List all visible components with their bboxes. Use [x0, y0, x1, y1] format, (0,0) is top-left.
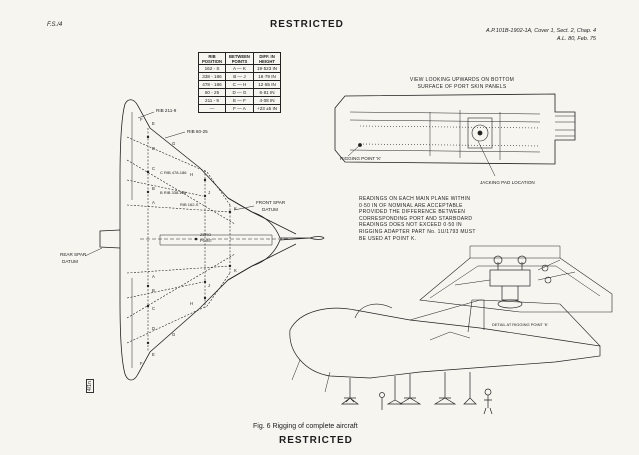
view-title: VIEW LOOKING UPWARDS ON BOTTOM SURFACE O…	[392, 77, 532, 91]
point-letter: F	[140, 117, 143, 122]
side-reference-code: 4/1n	[86, 379, 94, 393]
rigging-tolerance-note: READINGS ON EACH MAIN PLANE WITHIN 0·50 …	[359, 196, 494, 242]
point-letter: G	[172, 332, 175, 337]
view-title-line-2: SURFACE OF PORT SKIN PANELS	[417, 84, 507, 90]
reference-line-1: A.P.101B-1902-1A, Cover 1, Sect. 2, Chap…	[486, 28, 596, 34]
label-zero-point-line-2: POINT	[200, 238, 213, 243]
point-letter: E	[152, 121, 155, 126]
point-letter: C	[152, 166, 155, 171]
label-rear-spar-line-2: DATUM	[62, 259, 78, 264]
point-letter: E	[152, 352, 155, 357]
table-cell: +23 ±5 IN	[252, 104, 282, 113]
label-rigging-point-k: RIGGING POINT 'K'	[340, 156, 381, 161]
table-cell: —	[197, 104, 227, 113]
point-letter: F	[140, 361, 143, 366]
note-line: BE USED AT POINT K.	[359, 235, 417, 242]
label-front-spar-line-2: DATUM	[262, 207, 278, 212]
point-letter: D	[152, 326, 155, 331]
point-letter: D	[152, 146, 155, 151]
note-line: READINGS ON EACH MAIN PLANE WITHIN	[359, 196, 471, 202]
label-rib-338-186: B RIB 338-186	[160, 190, 187, 195]
page-code: F.S./4	[47, 22, 63, 28]
point-letter: J	[208, 283, 210, 288]
label-leader-lines	[84, 111, 255, 257]
rigging-point-letters: E D C B A K J H G F A B C D E F G H J K	[140, 117, 237, 366]
aircraft-on-jacks-sketch	[289, 299, 601, 393]
rigging-point-detail-sketch	[419, 245, 613, 313]
point-letter: C	[152, 306, 155, 311]
label-zero-point-line-1: ZERO	[200, 232, 211, 237]
note-line: PROVIDED THE DIFFERENCE BETWEEN	[359, 209, 466, 216]
point-letter: G	[172, 141, 175, 146]
point-letter: J	[208, 190, 210, 195]
view-title-line-1: VIEW LOOKING UPWARDS ON BOTTOM	[409, 77, 515, 83]
point-letter: K	[234, 206, 237, 211]
footer-restriction-marking: RESTRICTED	[279, 435, 353, 446]
rib-datum-lines	[126, 128, 290, 352]
label-rib-162-s: RIB 162-S	[180, 202, 199, 207]
rigging-point-markers	[146, 135, 232, 345]
point-letter: A	[152, 274, 155, 279]
point-letter: B	[152, 288, 155, 293]
document-reference: A.P.101B-1902-1A, Cover 1, Sect. 2, Chap…	[466, 27, 596, 43]
note-line: READINGS DOES NOT EXCEED 0·50 IN	[359, 222, 462, 229]
note-line: RIGGING ADAPTER PART No. 1U/1793 MUST	[359, 228, 476, 235]
aircraft-planform-outline	[99, 99, 325, 381]
point-letter: B	[152, 186, 155, 191]
label-jacking-pad-location: JACKING PAD LOCATION	[480, 180, 535, 185]
point-letter: H	[190, 301, 193, 306]
figure-caption: Fig. 6 Rigging of complete aircraft	[253, 423, 358, 430]
point-letter: K	[234, 268, 237, 273]
note-line: 0·50 IN OF NOMINAL ARE ACCEPTABLE	[359, 202, 463, 209]
port-skin-panel-view	[334, 93, 576, 177]
point-letter: H	[190, 172, 193, 177]
label-rib-60-25: RIB 60-25	[187, 129, 208, 134]
label-front-spar-line-1: FRONT SPAR	[256, 200, 286, 205]
reference-line-2: A.L. 80, Feb. 75	[556, 36, 596, 42]
label-rib-478-186: C RIB 478-186	[160, 170, 187, 175]
table-row: —F — A+23 ±5 IN	[197, 104, 282, 113]
label-detail-at-rigging-point: DETAIL AT RIGGING POINT 'K'	[492, 322, 548, 327]
header-restriction-marking: RESTRICTED	[270, 19, 344, 30]
note-line: CORRESPONDING PORT AND STARBOARD	[359, 215, 473, 222]
label-rib-211-9: RIB 211-9	[156, 108, 177, 113]
aircraft-jacks	[340, 372, 493, 415]
point-letter: A	[152, 200, 155, 205]
label-rear-spar-line-1: REAR SPAR	[60, 252, 87, 257]
